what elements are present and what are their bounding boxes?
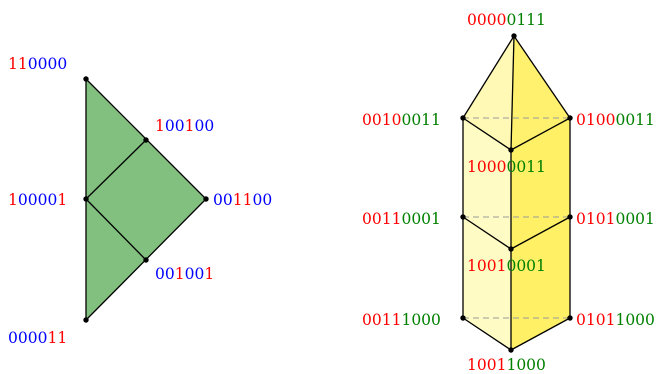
vertex-dot [508, 147, 514, 153]
prism-edge [462, 35, 515, 119]
triangle-face [85, 77, 207, 322]
vertex-label-00111000: 00111000 [362, 311, 441, 329]
pyramid-face-right [511, 36, 570, 150]
vertex-label-100100: 100100 [155, 117, 214, 135]
triangle-inner-edge [85, 139, 147, 200]
vertex-label-00000111: 00000111 [467, 11, 546, 29]
triangle-diagram: 110000 100100 100001 001100 001001 00001… [8, 55, 272, 347]
prism-edge [462, 317, 512, 351]
vertex-label-01000011: 01000011 [576, 111, 655, 129]
vertex-label-100001: 100001 [8, 191, 67, 209]
vertex-dot [567, 315, 573, 321]
vertex-dot [143, 257, 149, 263]
vertex-dot [460, 315, 466, 321]
vertex-label-00100011: 00100011 [362, 111, 441, 129]
vertex-label-001001: 001001 [155, 265, 214, 283]
prism-edge [462, 117, 512, 151]
vertex-label-110000: 110000 [8, 55, 67, 73]
vertex-label-10010001: 10010001 [467, 257, 546, 275]
prism-edge [510, 35, 515, 151]
vertex-label-000011: 000011 [8, 329, 67, 347]
triangle-inner-edge [85, 198, 147, 261]
vertex-dot [508, 347, 514, 353]
vertex-dot [567, 214, 573, 220]
vertex-dot [460, 214, 466, 220]
vertex-dot [203, 196, 209, 202]
vertex-dot [508, 246, 514, 252]
vertex-label-01010001: 01010001 [576, 210, 655, 228]
vertex-dot [511, 33, 517, 39]
vertex-label-001100: 001100 [213, 191, 272, 209]
vertex-label-10011000: 10011000 [467, 356, 546, 374]
vertex-dot [83, 76, 89, 82]
vertex-dot [567, 115, 573, 121]
vertex-label-00110001: 00110001 [362, 210, 441, 228]
vertex-dot [83, 196, 89, 202]
prism-diagram: 00000111 00100011 01000011 10000011 0011… [362, 11, 655, 374]
prism-edge [513, 35, 571, 119]
prism-edge [462, 216, 512, 250]
prism-edge [510, 216, 571, 250]
pyramid-face-left [463, 36, 514, 150]
vertex-dot [143, 137, 149, 143]
vertex-dot [460, 115, 466, 121]
prism-edge [510, 117, 571, 151]
vertex-dot [83, 317, 89, 323]
vertex-label-10000011: 10000011 [467, 158, 546, 176]
prism-edge [510, 317, 571, 351]
vertex-label-01011000: 01011000 [576, 311, 655, 329]
prism-face-right [511, 118, 570, 350]
prism-face-left [463, 118, 511, 350]
